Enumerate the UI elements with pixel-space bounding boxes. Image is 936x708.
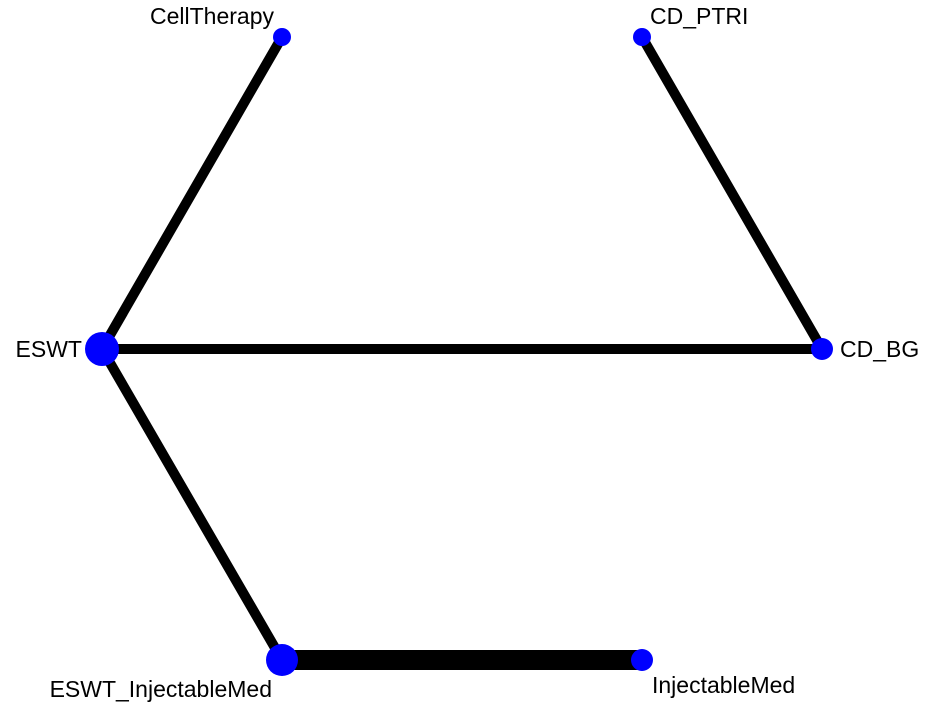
node-injectablemed bbox=[631, 649, 653, 671]
edge-eswt-celltherapy bbox=[97, 32, 287, 354]
label-cd-bg: CD_BG bbox=[840, 336, 919, 362]
node-cd-bg bbox=[811, 338, 833, 360]
nodes-layer bbox=[85, 28, 833, 676]
labels-layer: CellTherapy CD_PTRI ESWT CD_BG ESWT_Inje… bbox=[16, 3, 920, 702]
edge-cdptri-cdbg bbox=[637, 32, 827, 354]
edge-eswt-eswt-injectablemed bbox=[97, 344, 287, 665]
label-eswt: ESWT bbox=[16, 336, 82, 362]
label-injectablemed: InjectableMed bbox=[652, 672, 795, 698]
label-eswt-injectablemed: ESWT_InjectableMed bbox=[50, 676, 272, 702]
label-cd-ptri: CD_PTRI bbox=[650, 3, 748, 29]
node-celltherapy bbox=[273, 28, 291, 46]
edges-layer bbox=[97, 32, 827, 670]
node-eswt-injectablemed bbox=[266, 644, 298, 676]
node-cd-ptri bbox=[633, 28, 651, 46]
label-celltherapy: CellTherapy bbox=[150, 3, 274, 29]
node-eswt bbox=[85, 332, 119, 366]
